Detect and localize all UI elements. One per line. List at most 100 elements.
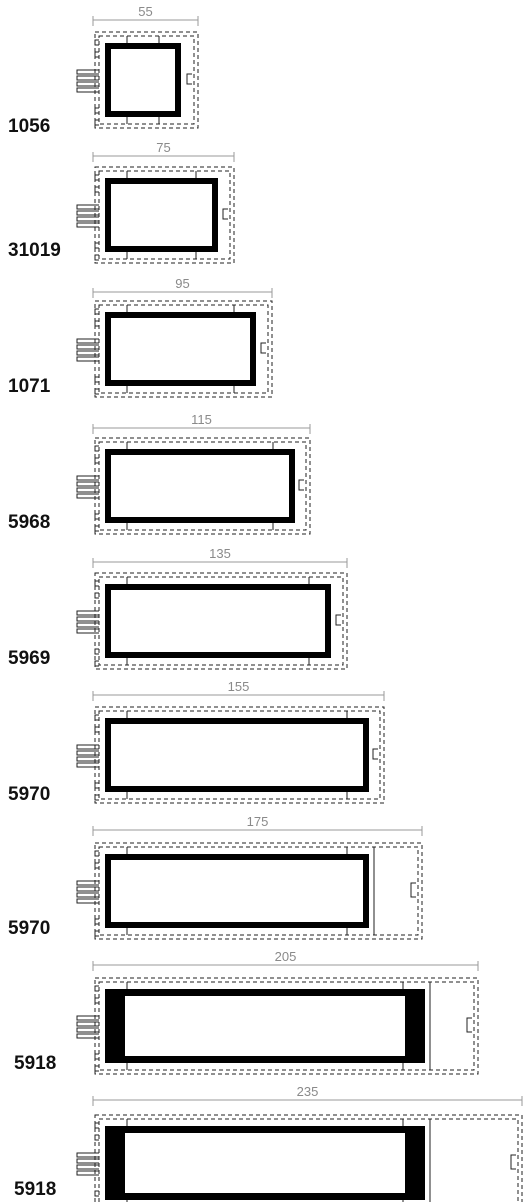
profile-frame xyxy=(105,312,256,386)
left-hook xyxy=(94,862,99,869)
left-hook xyxy=(94,592,99,599)
gasket-fin xyxy=(76,87,99,93)
left-hook xyxy=(94,308,99,315)
inner-outline xyxy=(98,576,344,666)
left-hook xyxy=(94,457,99,464)
gasket-fin xyxy=(76,1033,99,1039)
left-hook xyxy=(94,107,99,114)
profile-code: 5969 xyxy=(8,648,50,669)
profile-frame xyxy=(105,718,369,792)
profile-block: 175 5970 xyxy=(8,814,423,940)
gasket-fin xyxy=(76,628,99,634)
extension-hook xyxy=(410,882,416,898)
left-hook xyxy=(94,985,99,992)
right-hook xyxy=(335,614,341,626)
dimension-label: 155 xyxy=(228,679,250,694)
left-hook xyxy=(94,242,99,249)
left-hook xyxy=(94,726,99,733)
profile-code: 31019 xyxy=(8,240,61,261)
profile-frame xyxy=(105,43,181,117)
profile-frame xyxy=(105,584,331,658)
left-hook xyxy=(94,1134,99,1141)
gasket-fin xyxy=(76,481,99,487)
left-hook xyxy=(94,445,99,452)
gasket-fin xyxy=(76,344,99,350)
gasket-fin xyxy=(76,338,99,344)
left-hook xyxy=(94,320,99,327)
dimension-label: 75 xyxy=(156,140,170,155)
left-hook xyxy=(94,714,99,721)
left-hook xyxy=(94,930,99,937)
gasket-fin xyxy=(76,75,99,81)
profile-code: 5918 xyxy=(14,1179,56,1200)
gasket-fin xyxy=(76,475,99,481)
left-hook xyxy=(94,51,99,58)
right-hook xyxy=(298,479,304,491)
gasket-fin xyxy=(76,744,99,750)
gasket-fin xyxy=(76,898,99,904)
left-hook xyxy=(94,1122,99,1129)
gasket-fin xyxy=(76,350,99,356)
gasket-fin xyxy=(76,222,99,228)
profile-block: 135 5969 xyxy=(8,546,348,670)
dimension-label: 235 xyxy=(297,1084,319,1099)
gasket-fin xyxy=(76,1021,99,1027)
left-hook xyxy=(94,174,99,181)
gasket-fin xyxy=(76,81,99,87)
gasket-fin xyxy=(76,1170,99,1176)
extension-hook xyxy=(466,1017,472,1033)
right-hook xyxy=(372,748,378,760)
right-hook xyxy=(222,208,228,220)
left-hook xyxy=(94,580,99,587)
gasket-fin xyxy=(76,892,99,898)
left-hook xyxy=(94,997,99,1004)
dimension-label: 205 xyxy=(275,949,297,964)
left-hook xyxy=(94,918,99,925)
profile-frame xyxy=(105,449,295,523)
profile-opening xyxy=(125,996,405,1056)
profile-frame xyxy=(105,178,218,252)
profile-block: 55 1056 xyxy=(8,4,199,137)
dimension-label: 135 xyxy=(209,546,231,561)
right-hook xyxy=(186,73,192,85)
dimension-label: 55 xyxy=(138,4,152,19)
profile-frame xyxy=(105,854,369,928)
left-hook xyxy=(94,254,99,261)
inner-outline xyxy=(98,304,269,394)
gasket-fin xyxy=(76,204,99,210)
profile-block: 115 5968 xyxy=(8,412,311,535)
gasket-fin xyxy=(76,886,99,892)
profile-code: 1071 xyxy=(8,376,51,397)
profile-code: 5968 xyxy=(8,512,50,533)
gasket-fin xyxy=(76,216,99,222)
gasket-fin xyxy=(76,487,99,493)
left-hook xyxy=(94,376,99,383)
inner-outline xyxy=(98,846,419,936)
gasket-fin xyxy=(76,762,99,768)
profile-code: 5918 xyxy=(14,1053,56,1074)
left-hook xyxy=(94,648,99,655)
gasket-fin xyxy=(76,880,99,886)
profile-code: 5970 xyxy=(8,784,50,805)
left-hook xyxy=(94,782,99,789)
gasket-fin xyxy=(76,750,99,756)
left-hook xyxy=(94,513,99,520)
profile-code: 5970 xyxy=(8,918,50,939)
profile-block: 205 5918 xyxy=(14,949,479,1075)
inner-outline xyxy=(98,710,381,800)
left-hook xyxy=(94,186,99,193)
profile-block: 75 31019 xyxy=(8,140,235,264)
right-hook xyxy=(260,342,266,354)
gasket-fin xyxy=(76,1152,99,1158)
left-hook xyxy=(94,119,99,126)
gasket-fin xyxy=(76,1027,99,1033)
profile-block: 155 5970 xyxy=(8,679,385,805)
dimension-label: 175 xyxy=(247,814,269,829)
profile-code: 1056 xyxy=(8,116,50,137)
left-hook xyxy=(94,850,99,857)
left-hook xyxy=(94,794,99,801)
left-hook xyxy=(94,660,99,667)
dimension-label: 115 xyxy=(191,412,212,427)
